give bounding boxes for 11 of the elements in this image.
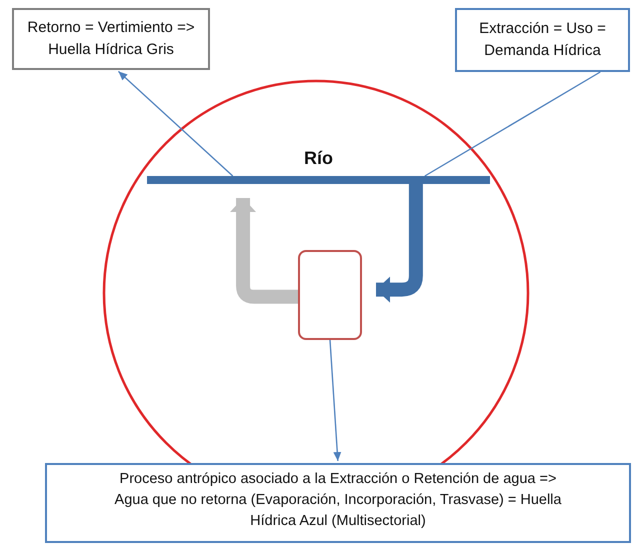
- description-text: Proceso antrópico asociado a la Extracción o Retención de agua => Agua que no retorna (Evaporación, Incorporación, Trasvase) = Huella Hídrica Azul (Multisectorial): [114, 470, 562, 532]
- flow-arrow: [376, 184, 423, 303]
- note-box: [12, 8, 210, 70]
- description-box: [45, 463, 631, 543]
- note-text: Retorno = Vertimiento => Huella Hídrica Gris: [26, 18, 196, 60]
- connector-arrow: [329, 340, 342, 462]
- note-text: Extracción = Uso = Demanda Hídrica: [478, 19, 607, 61]
- note-box: [455, 8, 630, 72]
- process-box: [298, 250, 362, 340]
- river-label: Río: [304, 147, 333, 170]
- connector-arrow: [118, 70, 234, 176]
